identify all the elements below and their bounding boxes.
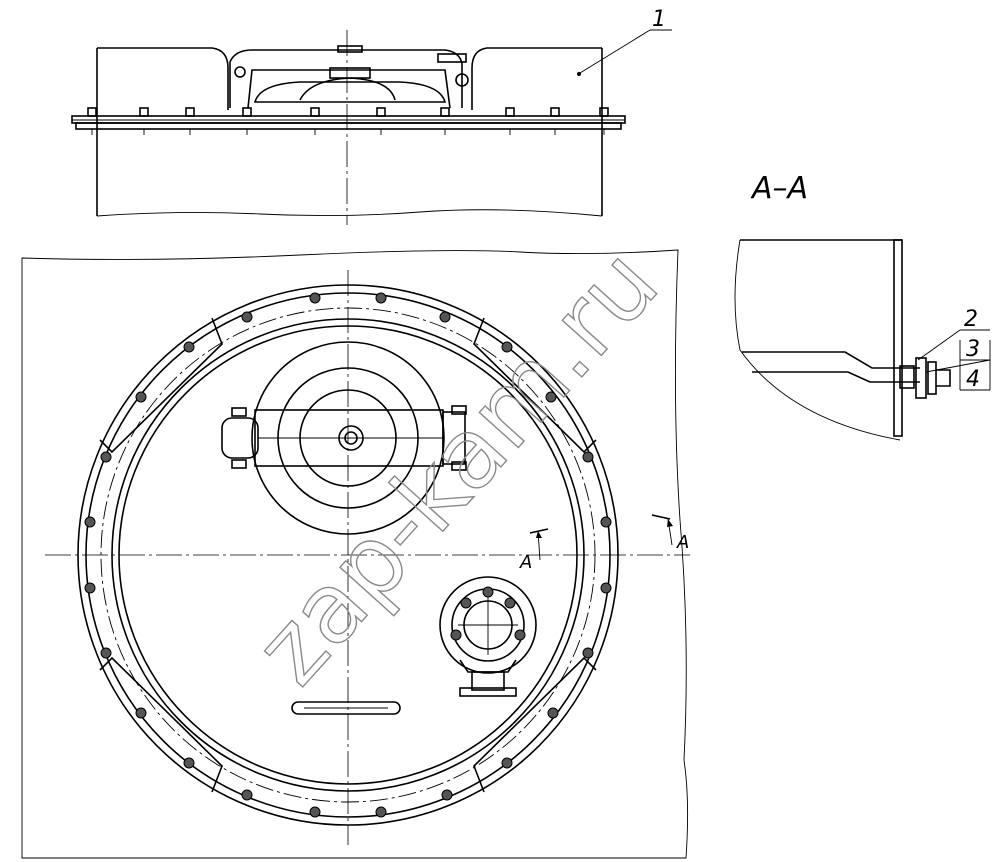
plan-flange-bolts xyxy=(84,292,612,818)
label-item-1: 1 xyxy=(652,7,666,32)
label-item-2: 2 xyxy=(964,307,978,332)
label-section-title: A–A xyxy=(750,171,808,206)
side-view xyxy=(71,29,672,225)
flange-bolts xyxy=(87,107,609,135)
label-item-4: 4 xyxy=(966,367,980,392)
label-item-3: 3 xyxy=(966,337,980,362)
label-section-mark-right: A xyxy=(676,532,689,553)
label-section-mark-left: A xyxy=(519,552,532,573)
section-a-a xyxy=(734,239,991,441)
plan-view xyxy=(21,249,690,859)
